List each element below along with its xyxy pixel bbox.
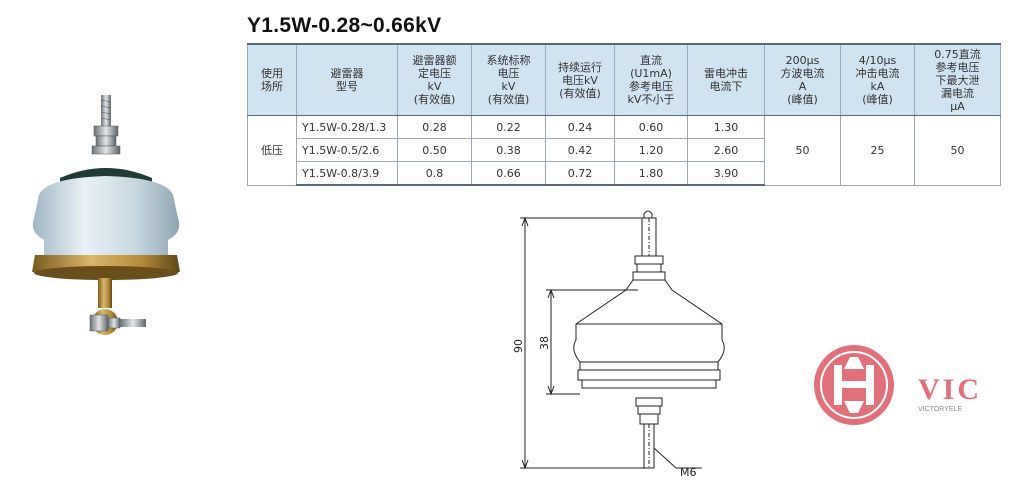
- cell-model: Y1.5W-0.28/1.3: [296, 115, 398, 139]
- brand-logo: VIC VICTORYELE: [814, 345, 982, 425]
- thread-label: M6: [680, 466, 697, 479]
- dim-total-label: 90: [512, 339, 525, 353]
- header-location: 使用场所: [247, 43, 297, 116]
- technical-drawing: 90 38 M6: [512, 210, 725, 479]
- table-row: 低压 Y1.5W-0.28/1.3 0.28 0.22 0.24 0.60 1.…: [247, 115, 1001, 186]
- product-photo: [32, 95, 180, 335]
- logo-sub-text: VICTORYELE: [918, 406, 962, 413]
- cell-model: Y1.5W-0.8/3.9: [296, 161, 398, 186]
- cell-dc-ref: 0.60: [614, 115, 688, 139]
- cell-nominal: 0.66: [471, 161, 546, 186]
- cell-dc-ref: 1.20: [614, 138, 688, 162]
- cell-lightning: 3.90: [687, 161, 765, 186]
- cell-model: Y1.5W-0.5/2.6: [296, 138, 398, 162]
- cell-lightning: 2.60: [687, 138, 765, 162]
- cell-continuous: 0.72: [545, 161, 615, 186]
- header-model: 避雷器型号: [296, 43, 398, 116]
- cell-square-wave: 50: [764, 115, 841, 186]
- cell-continuous: 0.24: [545, 115, 615, 139]
- cell-rated: 0.8: [397, 161, 472, 186]
- cell-lightning: 1.30: [687, 115, 765, 139]
- table-row: Y1.5W-0.5/2.6 0.50 0.38 0.42 1.20 2.60: [248, 138, 1001, 162]
- cell-continuous: 0.42: [545, 138, 615, 162]
- cell-impulse: 25: [840, 115, 915, 186]
- cell-rated: 0.28: [397, 115, 472, 139]
- table-row: Y1.5W-0.8/3.9 0.8 0.66 0.72 1.80 3.90: [248, 161, 1001, 186]
- cell-nominal: 0.38: [471, 138, 546, 162]
- dim-body-label: 38: [538, 336, 551, 350]
- cell-rated: 0.50: [397, 138, 472, 162]
- cell-leakage: 50: [914, 115, 1001, 186]
- page-title: Y1.5W-0.28~0.66kV: [247, 14, 442, 37]
- header-lightning-impulse: 雷电冲击电流下: [687, 43, 765, 116]
- cell-dc-ref: 1.80: [614, 161, 688, 186]
- cell-location: 低压: [247, 115, 297, 186]
- header-continuous-voltage: 持续运行电压kV(有效值): [545, 43, 615, 116]
- logo-brand-text: VIC: [918, 373, 982, 406]
- cell-nominal: 0.22: [471, 115, 546, 139]
